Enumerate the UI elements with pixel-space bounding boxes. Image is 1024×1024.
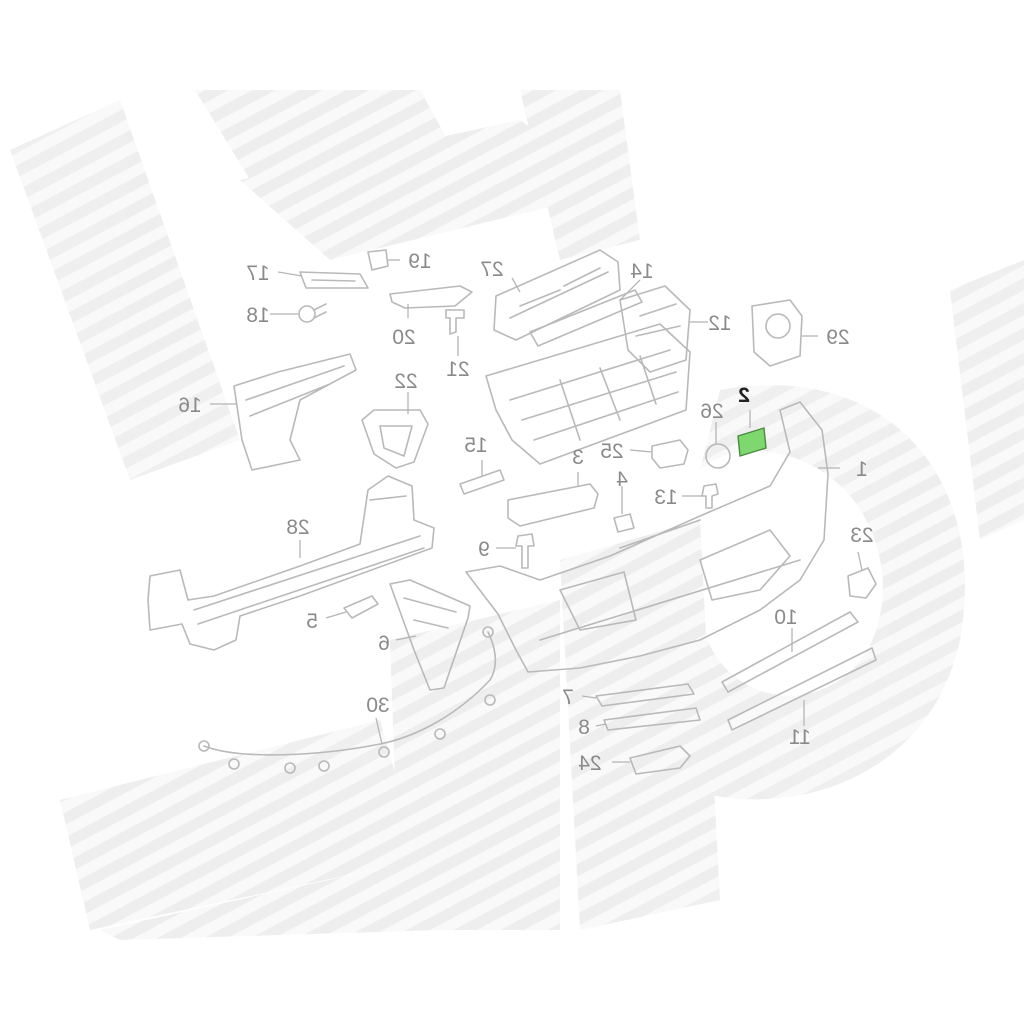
part-29-shape [751,299,803,367]
leader-lines [210,259,863,763]
callout-20: 20 [392,326,415,349]
part-4-shape [613,513,635,533]
callout-15: 15 [464,434,487,457]
callout-12: 12 [708,312,731,335]
callout-23: 23 [850,524,873,547]
callout-21: 21 [446,358,469,381]
part-19-shape [367,249,389,271]
part-25-shape [651,439,689,469]
watermark [10,90,1024,940]
callout-30: 30 [366,694,389,717]
callout-25: 25 [600,440,623,463]
callout-5: 5 [306,610,318,633]
part-illustrations [147,249,877,775]
callout-10: 10 [774,606,797,629]
part-9-shape [515,533,535,569]
callout-18: 18 [246,304,269,327]
callout-9: 9 [478,538,490,561]
callout-3: 3 [572,446,584,469]
part-13-shape [701,483,719,509]
callout-2: 2 [738,384,750,407]
callout-29: 29 [826,326,849,349]
callout-19: 19 [408,250,431,273]
callout-4: 4 [616,468,628,491]
part-6-shape [389,579,471,691]
callout-14: 14 [630,260,654,283]
callout-22: 22 [394,370,417,393]
part-30-harness [203,631,497,756]
callout-13: 13 [654,486,677,509]
part-20-shape [389,285,473,309]
part-14-shape [529,289,643,347]
callout-17: 17 [246,262,269,285]
part-27-shape [493,249,621,341]
part-21-shape [445,309,465,335]
part-2-highlighted [737,427,767,457]
callout-1: 1 [856,458,868,481]
part-22-shape [361,409,429,469]
part-12-shape [619,285,691,373]
callout-16: 16 [178,394,201,417]
part-8-shape [603,707,701,731]
part-11-shape [727,647,877,731]
part-15-shape [459,469,505,495]
callout-26: 26 [700,400,723,423]
part-16-shape [233,353,357,471]
callout-labels: 1 2 3 4 5 6 7 8 9 10 11 12 13 14 15 16 1… [178,250,873,775]
part-23-shape [847,567,877,599]
grille-shape [485,323,691,465]
part-7-shape [595,683,695,707]
callout-7: 7 [562,686,574,709]
callout-11: 11 [789,726,811,749]
callout-6: 6 [378,632,390,655]
part-10-shape [721,611,859,693]
part-3-shape [507,483,599,527]
part-28-shape [147,475,435,651]
part-24-shape [629,745,691,775]
callout-27: 27 [480,258,503,281]
callout-28: 28 [286,516,309,539]
callout-8: 8 [578,716,590,739]
callout-24: 24 [578,752,602,775]
part-1-bumper [465,401,829,673]
part-17-shape [299,271,369,289]
part-5-shape [343,595,379,619]
part-26-shape [705,443,731,469]
